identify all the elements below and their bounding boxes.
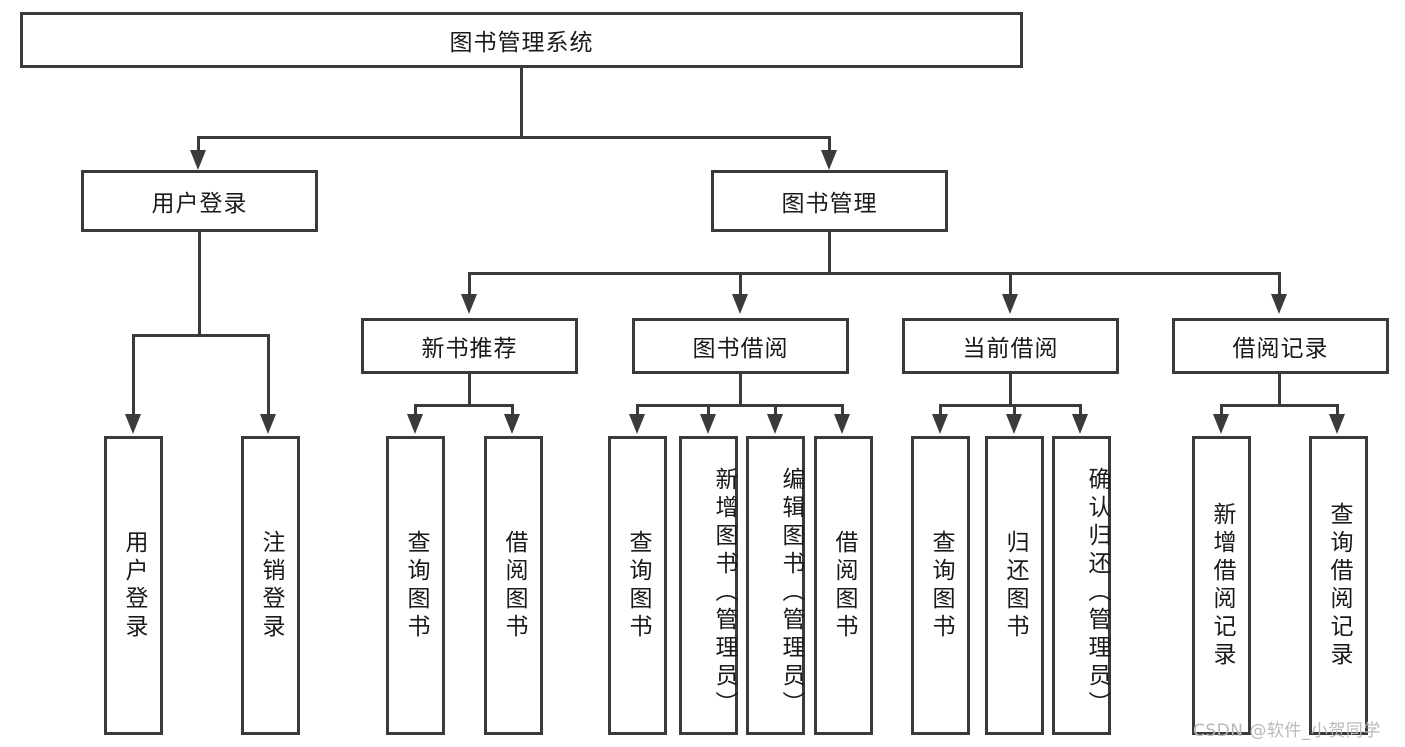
node-label: 查询图书 xyxy=(403,529,429,642)
node-leaf-confirm-return-admin[interactable]: 确认归还（管理员） xyxy=(1052,436,1111,735)
arrow-to-current-borrow xyxy=(1002,294,1018,314)
connector-nbr-drop-1 xyxy=(414,404,417,416)
csdn-watermark: CSDN @软件_小贺同学 xyxy=(1193,721,1381,741)
node-leaf-borrow-book-1[interactable]: 借阅图书 xyxy=(484,436,543,735)
connector-level3-drop-2 xyxy=(739,272,742,296)
arrow-to-leaf-query-book-3 xyxy=(932,414,948,434)
connector-bb-drop-2 xyxy=(707,404,710,416)
arrow-to-borrow-record xyxy=(1271,294,1287,314)
node-label: 用户登录 xyxy=(151,191,248,217)
connector-br-drop-1 xyxy=(1220,404,1223,416)
node-label: 查询图书 xyxy=(928,529,954,642)
arrow-to-leaf-add-borrow-record xyxy=(1213,414,1229,434)
connector-br-drop-2 xyxy=(1336,404,1339,416)
arrow-to-leaf-borrow-book-2 xyxy=(834,414,850,434)
arrow-to-leaf-confirm-return-admin xyxy=(1072,414,1088,434)
node-book-borrow[interactable]: 图书借阅 xyxy=(632,318,849,374)
node-current-borrow[interactable]: 当前借阅 xyxy=(902,318,1119,374)
connector-cb-trunk xyxy=(1009,374,1012,406)
arrow-to-leaf-query-book-1 xyxy=(407,414,423,434)
connector-nbr-trunk xyxy=(468,374,471,406)
arrow-to-leaf-borrow-book-1 xyxy=(504,414,520,434)
node-label: 查询图书 xyxy=(625,529,651,642)
node-label: 图书借阅 xyxy=(692,336,789,362)
connector-bb-drop-1 xyxy=(636,404,639,416)
arrow-to-leaf-add-book-admin xyxy=(700,414,716,434)
node-leaf-edit-book-admin[interactable]: 编辑图书（管理员） xyxy=(746,436,805,735)
connector-cb-drop-1 xyxy=(939,404,942,416)
connector-cb-drop-3 xyxy=(1079,404,1082,416)
node-label: 新书推荐 xyxy=(421,336,518,362)
connector-user-login-bar xyxy=(132,334,270,337)
node-label: 借阅图书 xyxy=(501,529,527,642)
node-leaf-user-login[interactable]: 用户登录 xyxy=(104,436,163,735)
connector-bb-trunk xyxy=(739,374,742,406)
node-label: 确认归还（管理员） xyxy=(1084,466,1110,719)
node-label: 查询借阅记录 xyxy=(1326,501,1352,670)
node-label: 借阅记录 xyxy=(1232,336,1329,362)
connector-user-login-trunk xyxy=(198,232,201,334)
node-label: 注销登录 xyxy=(258,529,284,642)
node-label: 借阅图书 xyxy=(831,529,857,642)
node-label: 新增图书（管理员） xyxy=(711,466,737,719)
connector-cb-bar xyxy=(939,404,1081,407)
connector-cb-drop-2 xyxy=(1013,404,1016,416)
arrow-to-user-login xyxy=(190,150,206,170)
node-leaf-query-borrow-record[interactable]: 查询借阅记录 xyxy=(1309,436,1368,735)
node-new-book-recommend[interactable]: 新书推荐 xyxy=(361,318,578,374)
node-label: 图书管理 xyxy=(781,191,878,217)
connector-title-trunk xyxy=(520,68,523,136)
connector-bb-bar xyxy=(636,404,844,407)
connector-level2-bar xyxy=(197,136,831,139)
node-leaf-logout-login[interactable]: 注销登录 xyxy=(241,436,300,735)
node-leaf-query-book-1[interactable]: 查询图书 xyxy=(386,436,445,735)
arrow-to-leaf-return-book xyxy=(1006,414,1022,434)
connector-level2-drop-left xyxy=(197,136,200,152)
arrow-to-leaf-query-book-2 xyxy=(629,414,645,434)
node-leaf-return-book[interactable]: 归还图书 xyxy=(985,436,1044,735)
connector-level3-bar xyxy=(468,272,1280,275)
node-leaf-query-book-2[interactable]: 查询图书 xyxy=(608,436,667,735)
node-leaf-add-book-admin[interactable]: 新增图书（管理员） xyxy=(679,436,738,735)
node-system-title[interactable]: 图书管理系统 xyxy=(20,12,1023,68)
connector-br-trunk xyxy=(1278,374,1281,406)
node-leaf-borrow-book-2[interactable]: 借阅图书 xyxy=(814,436,873,735)
node-leaf-add-borrow-record[interactable]: 新增借阅记录 xyxy=(1192,436,1251,735)
connector-bb-drop-3 xyxy=(774,404,777,416)
arrow-to-book-management xyxy=(821,150,837,170)
node-book-management[interactable]: 图书管理 xyxy=(711,170,948,232)
connector-br-bar xyxy=(1220,404,1338,407)
connector-bb-drop-4 xyxy=(841,404,844,416)
arrow-to-leaf-edit-book-admin xyxy=(767,414,783,434)
node-label: 归还图书 xyxy=(1002,529,1028,642)
node-label: 用户登录 xyxy=(121,529,147,642)
arrow-to-new-book-recommend xyxy=(461,294,477,314)
node-label: 编辑图书（管理员） xyxy=(778,466,804,719)
node-label: 当前借阅 xyxy=(962,336,1059,362)
node-leaf-query-book-3[interactable]: 查询图书 xyxy=(911,436,970,735)
connector-user-login-drop-1 xyxy=(132,334,135,416)
arrow-to-book-borrow xyxy=(732,294,748,314)
connector-book-mgmt-trunk xyxy=(828,232,831,274)
node-user-login[interactable]: 用户登录 xyxy=(81,170,318,232)
connector-nbr-drop-2 xyxy=(511,404,514,416)
arrow-to-leaf-logout-login xyxy=(260,414,276,434)
connector-level3-drop-3 xyxy=(1009,272,1012,296)
connector-level2-drop-right xyxy=(828,136,831,152)
arrow-to-leaf-user-login xyxy=(125,414,141,434)
node-label: 图书管理系统 xyxy=(449,30,594,56)
node-borrow-record[interactable]: 借阅记录 xyxy=(1172,318,1389,374)
connector-nbr-bar xyxy=(414,404,514,407)
connector-user-login-drop-2 xyxy=(267,334,270,416)
connector-level3-drop-1 xyxy=(468,272,471,296)
connector-level3-drop-4 xyxy=(1278,272,1281,296)
arrow-to-leaf-query-borrow-record xyxy=(1329,414,1345,434)
node-label: 新增借阅记录 xyxy=(1209,501,1235,670)
